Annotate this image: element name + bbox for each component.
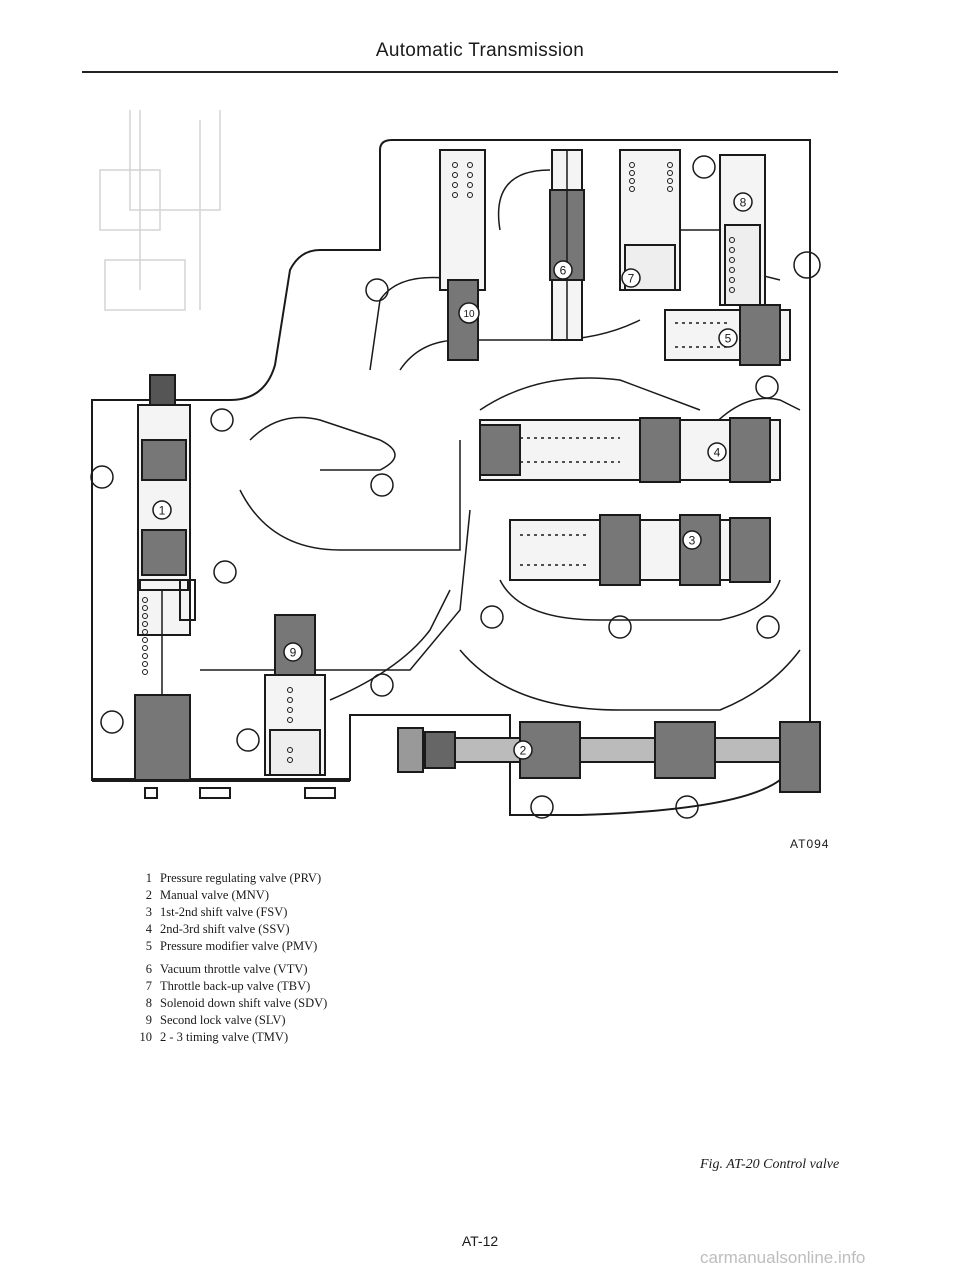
figure-code-label: AT094 [790,837,830,851]
legend-item-text: Manual valve (MNV) [160,888,269,902]
valve-marker-8: 8 [733,192,753,212]
valve-marker-3: 3 [682,530,702,550]
valve-body-outline [91,139,811,816]
svg-text:8: 8 [740,196,747,210]
valve-marker-4: 4 [707,442,727,462]
legend-item-text: Solenoid down shift valve (SDV) [160,996,328,1010]
svg-text:3: 3 [689,534,696,548]
legend-item-number: 6 [145,962,152,976]
svg-text:9: 9 [290,646,297,660]
site-watermark: carmanualsonline.info [700,1248,866,1267]
solenoid-down-shift-valve-8 [719,154,766,306]
legend-list: 1 Pressure regulating valve (PRV) 2 Manu… [130,870,328,1046]
legend-item-text: Vacuum throttle valve (VTV) [160,962,308,976]
vacuum-throttle-valve-6 [549,149,585,341]
legend-item-text: 1st-2nd shift valve (FSV) [160,905,288,919]
legend-item-text: Pressure modifier valve (PMV) [160,939,318,953]
valve-marker-10: 10 [458,302,480,324]
legend-item: 10 2 - 3 timing valve (TMV) [130,1029,327,1046]
svg-text:4: 4 [714,446,721,460]
valve-marker-2: 2 [513,740,533,760]
svg-text:10: 10 [463,309,475,320]
legend-item-number: 4 [145,922,152,936]
svg-text:2: 2 [520,744,527,758]
valve-marker-7: 7 [621,268,641,288]
valve-number-markers: 1 2 3 4 5 6 7 [152,192,753,760]
legend-item-number: 1 [145,871,152,885]
svg-text:6: 6 [560,264,567,278]
base-bolt [199,787,231,799]
page-header-title: Automatic Transmission [375,40,585,61]
shift-valve-2nd-3rd-4 [479,417,781,483]
svg-text:7: 7 [628,272,635,286]
timing-valve-2-3-10 [439,149,486,361]
valve-marker-1: 1 [152,500,172,520]
legend-item: 6 Vacuum throttle valve (VTV) [130,961,327,978]
second-lock-valve-9 [264,614,326,776]
shift-valve-1st-2nd-3 [509,514,771,586]
control-valve-diagram: 1 2 3 4 5 6 7 [80,110,840,830]
base-bolt [304,787,336,799]
valve-marker-9: 9 [283,642,303,662]
legend-item-number: 7 [145,979,152,993]
manual-valve-2 [397,721,821,793]
legend-item: 7 Throttle back-up valve (TBV) [130,978,327,995]
legend-item-number: 3 [145,905,152,919]
throttle-back-up-valve-7 [619,149,681,291]
svg-text:5: 5 [725,332,732,346]
legend-item: 3 1st-2nd shift valve (FSV) [130,904,327,921]
legend-item-number: 9 [145,1013,152,1027]
page-number: AT-12 [461,1233,499,1249]
legend-item-text: Throttle back-up valve (TBV) [160,979,311,993]
legend-item-text: 2nd-3rd shift valve (SSV) [160,922,290,936]
legend-item: 8 Solenoid down shift valve (SDV) [130,995,328,1012]
legend-item-text: 2 - 3 timing valve (TMV) [160,1030,289,1044]
legend-item: 1 Pressure regulating valve (PRV) [130,870,327,887]
header-rule [82,71,838,73]
legend-item: 4 2nd-3rd shift valve (SSV) [130,921,327,938]
base-bolt [144,787,158,799]
pressure-regulating-valve-1 [134,374,196,781]
bleed-through [99,110,221,311]
legend-item-number: 10 [139,1030,153,1044]
svg-text:1: 1 [159,504,166,518]
legend-item: 9 Second lock valve (SLV) [130,1012,327,1029]
legend-item-number: 8 [145,996,152,1010]
legend-item-text: Second lock valve (SLV) [160,1013,286,1027]
legend-item: 2 Manual valve (MNV) [130,887,327,904]
valve-marker-5: 5 [718,328,738,348]
legend-item: 5 Pressure modifier valve (PMV) [130,938,327,955]
legend-item-text: Pressure regulating valve (PRV) [160,871,322,885]
figure-caption: Fig. AT-20 Control valve [700,1157,840,1172]
legend-item-number: 2 [145,888,152,902]
valve-marker-6: 6 [553,260,573,280]
legend-item-number: 5 [145,939,152,953]
